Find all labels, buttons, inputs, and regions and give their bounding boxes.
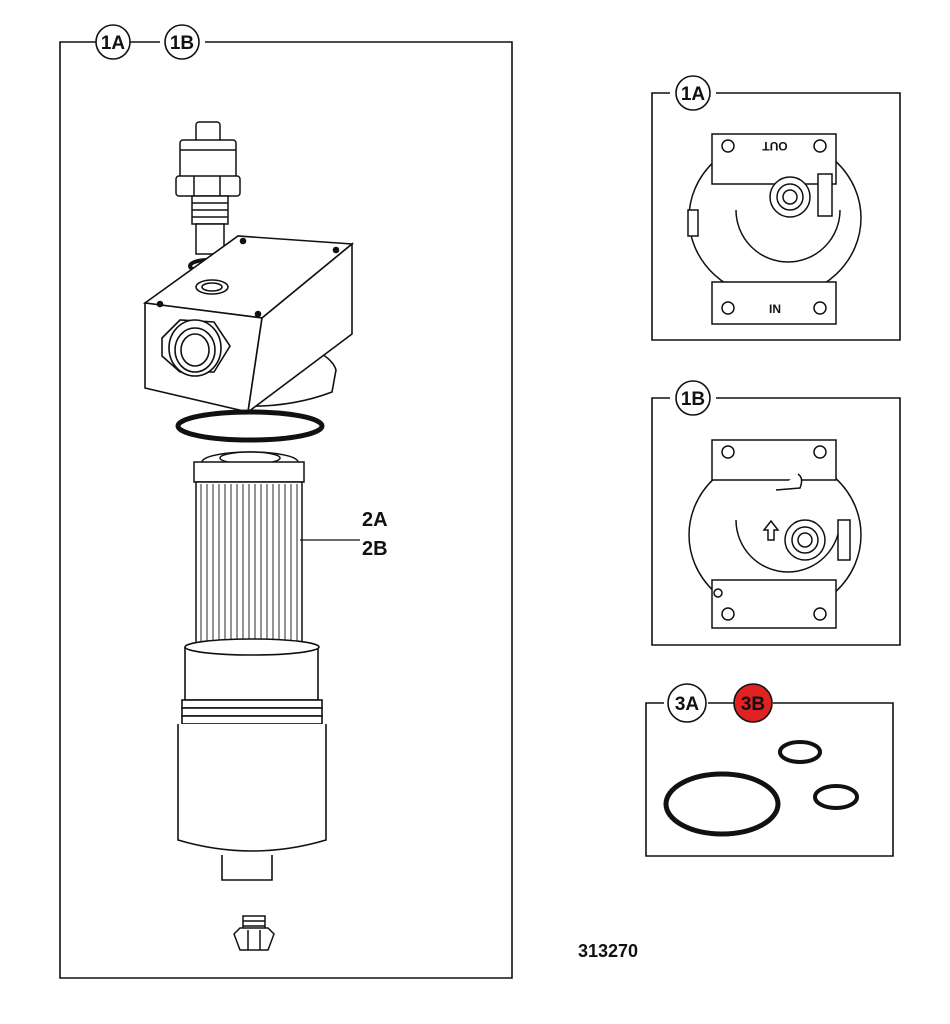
filter-element [193,451,305,663]
svg-text:1B: 1B [681,389,705,410]
port-in-label: IN [769,302,781,316]
seal-small-right [813,784,859,810]
callout-2a: 2A [362,509,388,531]
main-badge-1b: 1B [164,24,200,60]
view-1a-panel: 1A OUT IN [651,75,901,341]
filter-bowl [177,638,327,881]
view-3b-badge-highlighted: 3B [733,683,773,723]
view-3a-badge: 3A [667,683,707,723]
bypass-valve [175,121,241,255]
view-1a-badge: 1A [675,75,711,111]
filter-head-top-view-1a [687,133,862,325]
seal-large [663,771,781,837]
svg-text:1A: 1A [101,33,126,54]
main-view-panel: 1A 1B [59,24,513,979]
view-1b-panel: 1B [651,380,901,646]
view-1b-badge: 1B [675,380,711,416]
svg-text:3B: 3B [741,694,765,715]
port-out-label: OUT [762,139,788,153]
seal-small-top [778,740,822,764]
drain-plug [233,915,275,951]
view-3-panel: 3A 3B [645,683,894,857]
svg-text:1A: 1A [681,84,706,105]
callout-2b: 2B [362,538,388,560]
svg-text:1B: 1B [170,33,194,54]
filter-head [142,235,355,414]
main-badge-1a: 1A [95,24,131,60]
figure-number: 313270 [578,941,638,961]
svg-text:3A: 3A [675,694,700,715]
head-o-ring [175,409,325,443]
filter-head-top-view-1b [688,439,862,629]
